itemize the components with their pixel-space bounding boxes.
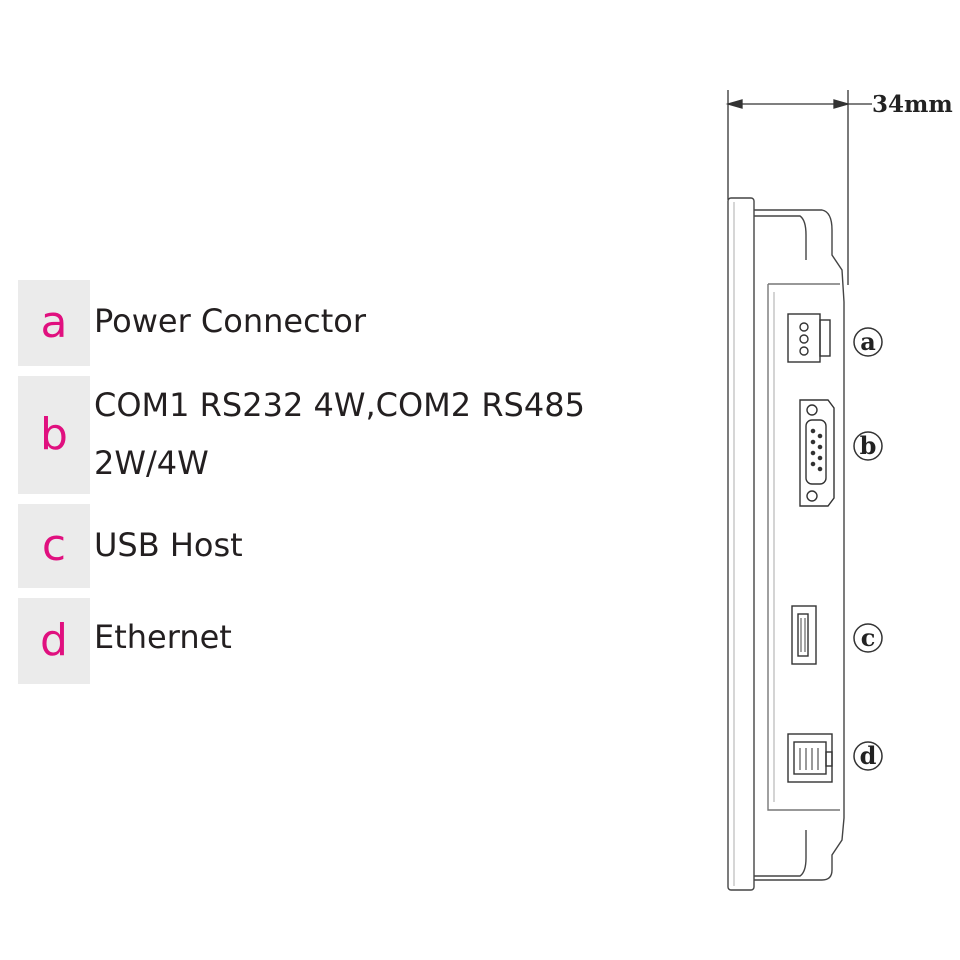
- panel-bezel: [727, 197, 755, 891]
- dimension-34mm: [725, 90, 872, 285]
- legend-label-power: Power Connector: [94, 302, 366, 340]
- legend-letter-b: b: [18, 376, 90, 494]
- port-legend: a Power Connector b COM1 RS232 4W,COM2 R…: [18, 280, 585, 684]
- svg-text:c: c: [861, 623, 876, 652]
- dimension-label: 34mm: [872, 91, 953, 118]
- legend-letter-a: a: [18, 280, 90, 366]
- svg-text:a: a: [860, 327, 876, 356]
- usb-port-icon: [791, 605, 817, 665]
- callout-a: a: [853, 327, 883, 357]
- legend-label-ethernet: Ethernet: [94, 618, 232, 656]
- svg-text:b: b: [860, 431, 877, 460]
- svg-text:d: d: [860, 741, 877, 770]
- legend-letter-d: d: [18, 598, 90, 684]
- callout-c: c: [853, 623, 883, 653]
- callout-d: d: [853, 741, 883, 771]
- legend-letter-c: c: [18, 504, 90, 588]
- power-connector-icon: [787, 313, 831, 363]
- callout-b: b: [853, 431, 883, 461]
- db9-connector-icon: [799, 399, 835, 507]
- legend-label-usb: USB Host: [94, 526, 243, 564]
- panel-housing: [754, 209, 845, 881]
- side-view-drawing: 34mm a b: [725, 90, 953, 891]
- ethernet-port-icon: [787, 733, 833, 783]
- legend-label-com: COM1 RS232 4W,COM2 RS485 2W/4W: [94, 386, 585, 482]
